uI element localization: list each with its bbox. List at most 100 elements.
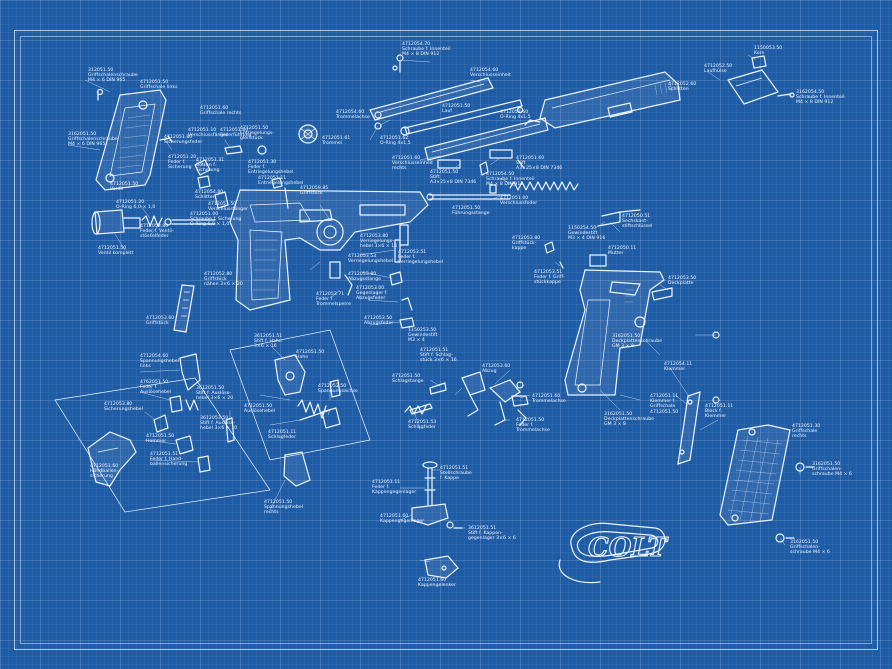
callout-slide: 4712054.80 Schlitten [195, 190, 224, 201]
callout-striker-rod: 4712051.50 Schlagstange [392, 374, 424, 385]
callout-inner-screw-3: 3162054.50 Schraube f. Innenteil M4 × 8 … [796, 90, 845, 106]
callout-release-pin: 3612051.50 Stift f. Auslöse- hebel 3×6 ×… [196, 386, 234, 402]
callout-pin-a: 4712051.50 Stift A3×25×8 DIN 7346 [430, 170, 477, 186]
callout-grip-cap-spring: 4712053.51 Feder f. Griff- stückkappe [534, 270, 565, 286]
callout-cap-screw: 4712051.51 Stellschraube f. Kappe [440, 466, 472, 482]
callout-striker-spring: 4712051.53 Schlagfeder [408, 420, 437, 431]
callout-release-lever: 4712051.11 Entriegelungshebel [258, 176, 304, 187]
callout-cap-bearing-pin: 3612051.51 Stift f. Kappen- gegenlager 3… [468, 526, 516, 542]
callout-clamp-block: 4712051.11 Block f. Klemmer [705, 404, 734, 420]
callout-slide-2: 4712052.60 Schlitten [668, 82, 697, 93]
frame-right [544, 241, 673, 396]
callout-grip-screw-right-2: 3162051.50 Griffschalen- schraube M4 × 6 [790, 540, 830, 556]
callout-cocking-lever-left: 4712054.60 Spannungshebel links [140, 354, 180, 370]
callout-clamp: 4712054.11 Klemmer [664, 362, 693, 373]
cap-assembly [411, 461, 463, 579]
valve-assembly [91, 209, 216, 235]
internal-parts-center [329, 224, 415, 329]
callout-grip-screw-left-2: 3162051.50 Griffschalenschraube M4 × 6 D… [68, 132, 118, 148]
callout-grip-screw-right: 3162051.50 Griffschalen- schraube M4 × 6 [812, 462, 852, 478]
callout-locking-lever: 4712053.53 Verriegelungshebel [348, 254, 394, 265]
callout-front-sight: 1150053.50 Korn [754, 46, 783, 57]
callout-breech-unit: 4712054.60 Verschlusseinheit [470, 68, 511, 79]
callout-release-lever-spring: 4712051.30 Feder f. Entriegelungshebel [248, 160, 294, 176]
callout-spring-guide: 4712051.60 Federführung [220, 128, 252, 139]
magazine-part [173, 284, 195, 333]
callout-inner-screw-2: 4712054.50 Schraube f. Innenteil M4 × 8 … [486, 172, 535, 188]
callout-grip-screw-left: 312051.50 Griffschalenschraube M4 × 6 DI… [88, 68, 138, 84]
callout-grip-pin: 4712052.80 Griffstück nähen 3×6 × 20 [204, 272, 243, 288]
callout-cocking-lever-right: 4712051.50 Spannungshebel rechts [264, 500, 304, 516]
callout-grip-panel-right: 4712051.30 Griffschale rechts [792, 424, 821, 440]
callout-release-lever-2: 4712051.50 Auslösehebel [244, 404, 276, 415]
callout-set-screw-2: 1150254.50 Gewindestift M3 × 4 DIN 916 [568, 226, 606, 242]
grip-panel-left [95, 88, 167, 191]
callout-grip-safety: 4712051.60 Handballen- sicherung [90, 464, 119, 480]
callout-trigger-spring-counter: 4712053.00 Gegenlager f. Abzugsfeder [356, 286, 388, 302]
hammer-assembly [229, 329, 371, 487]
callout-grip-clamp: 4712051.11 Klemmer f. Griffschale 471205… [650, 394, 679, 415]
callout-safety-pin: 4712051.31 Bolzen f. Sicherung [196, 158, 225, 174]
callout-cap-bearing-spring: 4712051.11 Feder f. Kappengegenlager [372, 480, 417, 496]
callout-slide-catch: 4712051.10 Verschlussfänger [188, 128, 229, 139]
barrel-upper-assembly [298, 54, 579, 201]
callout-trigger: 4712053.60 Abzug [482, 364, 511, 375]
callout-guide-rod: 4712051.50 Führungsstange [452, 206, 490, 217]
callout-main-spring: 4712051.11 Schlagfeder [268, 430, 297, 441]
callout-locking-lever-pin: 4712053.80 Verriegelungs- hebel 3×6 × 16 [360, 234, 398, 250]
callout-trigger-bar: 4712053.80 Abzugsstange [348, 272, 381, 283]
callout-o-ring: 4712051.20 O-Ring 6,0 × 1,0 [116, 200, 156, 211]
callout-grip-piece: 4712053.60 Griffstück [146, 316, 175, 327]
slide [539, 55, 795, 129]
callout-o-ring-2: 4712051.62 O-Ring 4x1,5 [380, 136, 411, 147]
callout-breech-unit-right: 4712051.60 Verschlusseinheit rechts [392, 156, 433, 172]
callout-nut: 4712050.11 Mutter [608, 246, 637, 257]
colt-logo-text: COLT [588, 533, 669, 563]
callout-drum-axle-spring: 4712051.50 Feder f. Trommelachse [516, 418, 550, 434]
callout-drum-axle: 4712054.60 Trommelachse [336, 110, 370, 121]
allen-key [597, 209, 641, 227]
small-parts-left [159, 135, 289, 209]
callout-set-screw: 1150253.50 Gewindestift M3 × 4 [408, 328, 438, 344]
callout-inner-screw: 4712054.70 Schraube f. Innenteil M4 × 8 … [402, 42, 451, 58]
callout-grip-cap: 4712053.80 Griffstück- kappe [512, 236, 541, 252]
callout-release-slider: 4712051.50 Entriegelungs- gleitstück [240, 126, 275, 142]
callout-cover-plate: 4712053.50 Deckplatte [668, 276, 697, 287]
callout-drum-lock-spring: 4712053.71 Feder f. Trommelsperre [316, 292, 351, 308]
leader-lines [67, 54, 801, 563]
callout-hammer-2: 4712051.50 Hahn [296, 350, 325, 361]
sheet-border-inner [20, 36, 872, 644]
callout-release-pin-2: 3612053.50 Stift f. Auslöse- hebel 3×6 ×… [200, 416, 238, 432]
colt-logo: COLT [558, 522, 669, 584]
grip-panel-right [677, 331, 815, 543]
callout-safety-spring: 4712051.80 Sicherungsfeder [164, 135, 203, 146]
callout-hex-key: 4712050.51 Sechskant- stiftschlüssel [622, 214, 653, 230]
callout-grip-safety-spring: 4712051.51 Feder f. Hand- ballensicherun… [150, 452, 188, 468]
callout-hammer-pin: 3612051.51 Stift f. Hahn 3×6 × 16 [254, 334, 283, 350]
callout-trigger-spring: 4712053.50 Abzugsfeder [364, 316, 394, 327]
callout-slide-catch-2: 4712051.50 Verschlussfänger [208, 202, 249, 213]
callout-cover-plate-screw: 3162051.50 Deckplattenschraube GM 3 × 8 [612, 334, 663, 350]
callout-o-ring-barrel: 4712051.60 O-Ring 4x1,5 [500, 110, 531, 121]
trigger-group [404, 371, 529, 426]
callout-grip-panel-right-top: 4712051.60 Griffschale rechts [200, 106, 242, 117]
callout-safety-spring-2: 4712051.20 Feder f. Sicherung [168, 155, 197, 171]
callout-valve: 4712051.50 Ventil [110, 182, 139, 193]
callout-hammer: 4712051.50 Hammer [146, 434, 175, 445]
callout-cover-plate-screw-2: 3162051.50 Deckplattenschraube GM 3 × 8 [604, 412, 655, 428]
callout-striker-pin: 4712051.51 Stift f. Schlag- stück 3×6 × … [420, 348, 457, 364]
callout-locking-lever-spring: 4712053.51 Feder f. Verriegelungshebel [398, 250, 444, 266]
callout-pin-b: 4712051.60 Stift A3×25×8 DIN 7346 [516, 156, 563, 172]
callout-barrel-sleeve: 4712052.50 Laufhülse [704, 64, 733, 75]
callout-valve-spring: 4712052.80 Feder f. Ventil- stösselfeder [140, 224, 174, 240]
callout-drum-axle-2: 4712051.60 Trommelachse [532, 394, 566, 405]
lower-left-mechanism [54, 353, 271, 513]
callout-safety-screw: 4712051.00 Schraube f. Sicherung O-Ring … [190, 212, 242, 228]
callout-drum: 4712051.61 Trommel [322, 136, 351, 147]
callout-cocking-axle: 4712052.50 Spannungsachse [318, 384, 358, 395]
callout-grip-panel-left: 4712051.50 Griffschale links [140, 80, 178, 91]
callout-recoil-spring: 4712051.00 Verschlussfeder [500, 196, 538, 207]
callout-frame: 4712059.85 Griffstück [300, 186, 329, 197]
